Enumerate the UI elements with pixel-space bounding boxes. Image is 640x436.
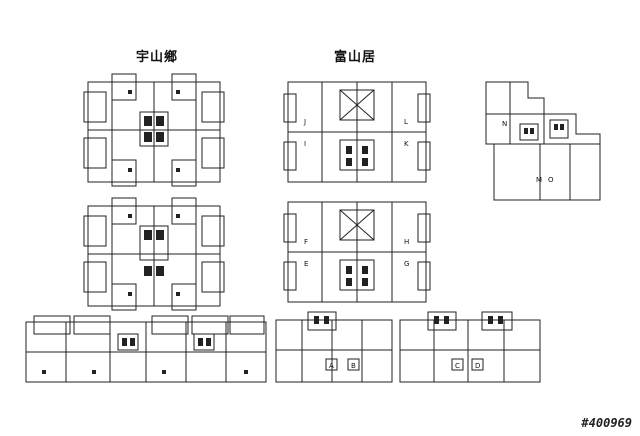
yushanxiang-plan-upper — [82, 72, 226, 190]
unit-label: E — [304, 260, 308, 268]
unit-label: G — [404, 260, 409, 268]
unit-label: A — [329, 362, 334, 370]
yushanxiang-plan-lower — [22, 314, 270, 388]
watermark-id: #400969 — [581, 416, 632, 430]
fushanju-plan-upper: J L I K — [282, 76, 432, 188]
unit-label: L — [404, 118, 408, 126]
title-fushanju: 富山居 — [334, 50, 377, 65]
title-yushanxiang: 宇山鄉 — [136, 50, 179, 65]
fushanju-plan-lower: A B C D — [272, 310, 544, 388]
unit-label: F — [304, 238, 308, 246]
unit-label: B — [351, 362, 356, 370]
unit-label: K — [404, 140, 409, 148]
unit-label: I — [304, 140, 306, 148]
unit-label: O — [548, 176, 554, 184]
right-plan-nmo: N M O — [480, 74, 606, 206]
yushanxiang-plan-middle — [82, 196, 226, 314]
unit-label: H — [404, 238, 409, 246]
fushanju-plan-middle: F H E G — [282, 196, 432, 308]
unit-label: N — [502, 120, 507, 128]
unit-label: J — [303, 118, 306, 126]
unit-label: C — [455, 362, 460, 370]
unit-label: D — [475, 362, 480, 370]
unit-label: M — [536, 176, 542, 184]
